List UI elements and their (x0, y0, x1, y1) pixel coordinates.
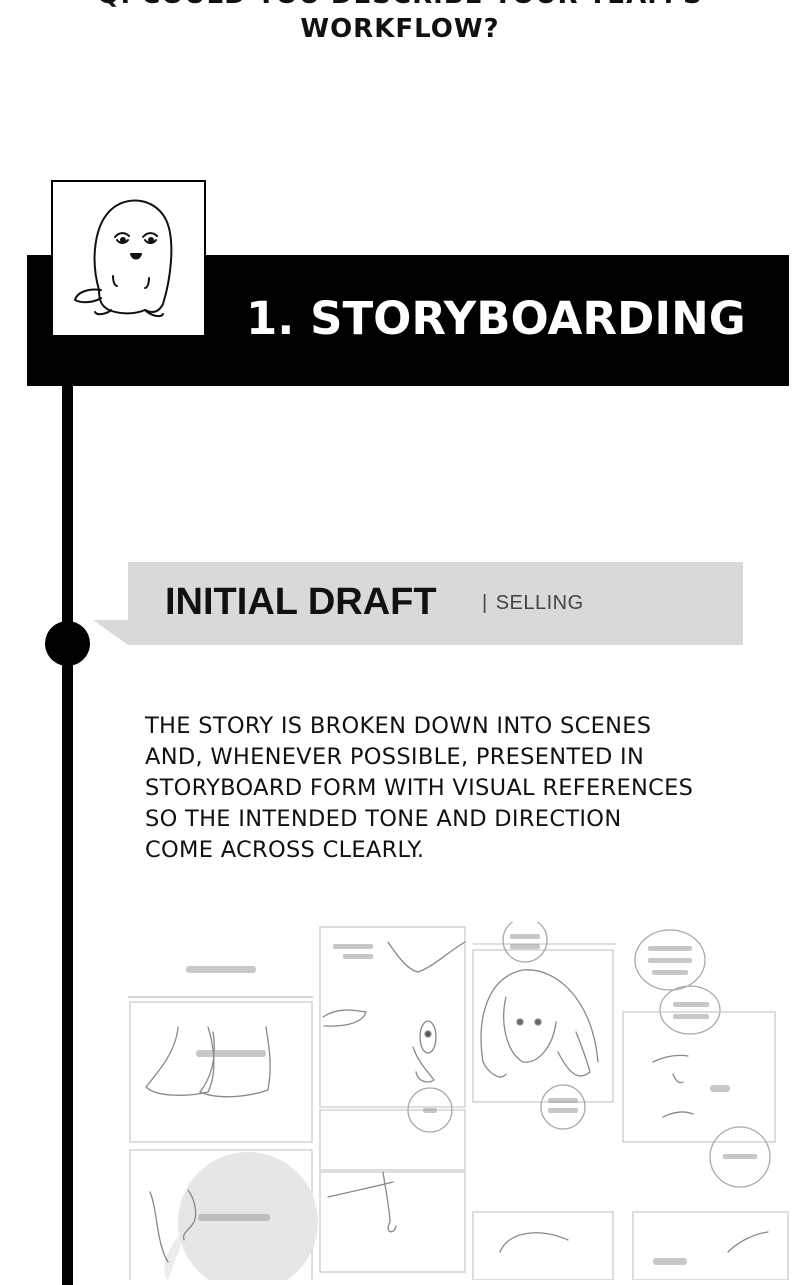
description-line-5: COME ACROSS CLEARLY. (145, 837, 425, 863)
mascot-character-icon (74, 199, 173, 318)
timeline-dot (45, 621, 90, 666)
step-tag: | SELLING (482, 592, 584, 615)
description-line-3: STORYBOARD FORM WITH VISUAL REFERENCES (145, 775, 694, 801)
section-title: 1. STORYBOARDING (246, 292, 746, 345)
question-line-2: WORKFLOW? (300, 14, 500, 44)
workflow-question: Q. COULD YOU DESCRIBE YOUR TEAM'S WORKFL… (0, 0, 800, 46)
step-title: INITIAL DRAFT (165, 581, 437, 623)
step-subhead-box (128, 562, 743, 645)
question-line-1: Q. COULD YOU DESCRIBE YOUR TEAM'S (0, 0, 800, 12)
subhead-pointer (93, 620, 128, 645)
step-description: THE STORY IS BROKEN DOWN INTO SCENES AND… (145, 711, 745, 866)
tag-label: SELLING (495, 592, 584, 614)
description-line-4: SO THE INTENDED TONE AND DIRECTION (145, 806, 622, 832)
storyboard-sketch-drawing (127, 917, 789, 1285)
description-line-2: AND, WHENEVER POSSIBLE, PRESENTED IN (145, 744, 645, 770)
timeline-line (62, 385, 73, 1285)
description-line-1: THE STORY IS BROKEN DOWN INTO SCENES (145, 713, 652, 739)
storyboard-sketch-image (127, 917, 800, 1285)
mascot-avatar (51, 180, 206, 337)
tag-separator: | (482, 592, 488, 614)
